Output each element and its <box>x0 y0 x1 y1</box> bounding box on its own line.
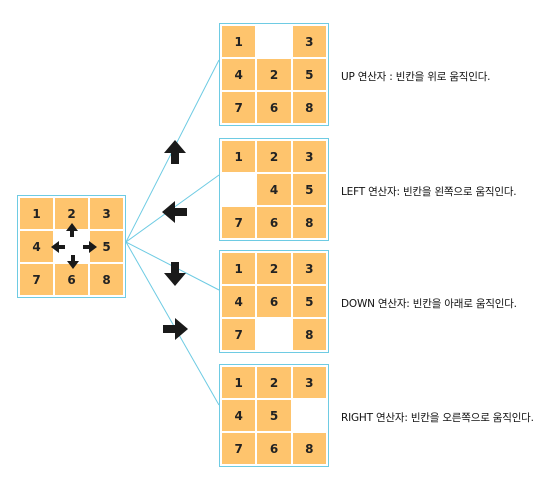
tile: 7 <box>222 319 256 350</box>
tile: 4 <box>222 59 256 90</box>
tile: 6 <box>257 433 291 464</box>
tile: 8 <box>292 433 326 464</box>
tile: 7 <box>222 92 256 123</box>
tile: 4 <box>20 231 53 262</box>
tile: 7 <box>222 433 256 464</box>
tile: 5 <box>292 59 326 90</box>
tile: 3 <box>90 198 123 229</box>
tile: 6 <box>55 264 88 295</box>
tile: 5 <box>292 174 326 205</box>
tile: 3 <box>292 141 326 172</box>
inner-up-arrow-icon <box>66 223 78 237</box>
tile: 4 <box>222 286 256 317</box>
tile: 2 <box>257 367 291 398</box>
right-arrow-icon <box>163 318 188 340</box>
up-arrow-icon <box>164 140 186 164</box>
tile: 7 <box>222 207 256 238</box>
tile: 5 <box>292 286 326 317</box>
tile: 8 <box>292 319 326 350</box>
tile: 1 <box>222 141 256 172</box>
tile: 3 <box>292 253 326 284</box>
left-arrow-icon <box>162 201 187 223</box>
tile: 2 <box>257 253 291 284</box>
blank-tile <box>292 400 326 431</box>
down-operator-label: DOWN 연산자: 빈칸을 아래로 움직인다. <box>341 298 517 310</box>
tile: 1 <box>222 26 256 57</box>
blank-tile <box>222 174 256 205</box>
tile: 1 <box>222 367 256 398</box>
tile: 8 <box>292 92 326 123</box>
connector-line-right <box>125 241 220 406</box>
tile: 6 <box>257 207 291 238</box>
tile: 3 <box>292 367 326 398</box>
tile: 4 <box>222 400 256 431</box>
tile: 7 <box>20 264 53 295</box>
right-operator-label: RIGHT 연산자: 빈칸을 오른쪽으로 움직인다. <box>341 412 534 424</box>
tile: 8 <box>90 264 123 295</box>
left-operator-label: LEFT 연산자: 빈칸을 왼쪽으로 움직인다. <box>341 186 517 198</box>
blank-tile <box>257 319 291 350</box>
up-operator-label: UP 연산자 : 빈칸을 위로 움직인다. <box>341 71 491 83</box>
tile: 4 <box>257 174 291 205</box>
tile: 6 <box>257 286 291 317</box>
tile: 1 <box>20 198 53 229</box>
tile: 6 <box>257 92 291 123</box>
inner-right-arrow-icon <box>83 241 97 253</box>
blank-tile <box>257 26 291 57</box>
tile: 1 <box>222 253 256 284</box>
tile: 2 <box>257 59 291 90</box>
inner-down-arrow-icon <box>67 255 79 269</box>
tile: 2 <box>257 141 291 172</box>
start-grid-move-arrows <box>51 223 97 269</box>
down-arrow-icon <box>164 262 186 286</box>
tile: 3 <box>292 26 326 57</box>
inner-left-arrow-icon <box>51 241 65 253</box>
tile: 8 <box>292 207 326 238</box>
tile: 5 <box>257 400 291 431</box>
